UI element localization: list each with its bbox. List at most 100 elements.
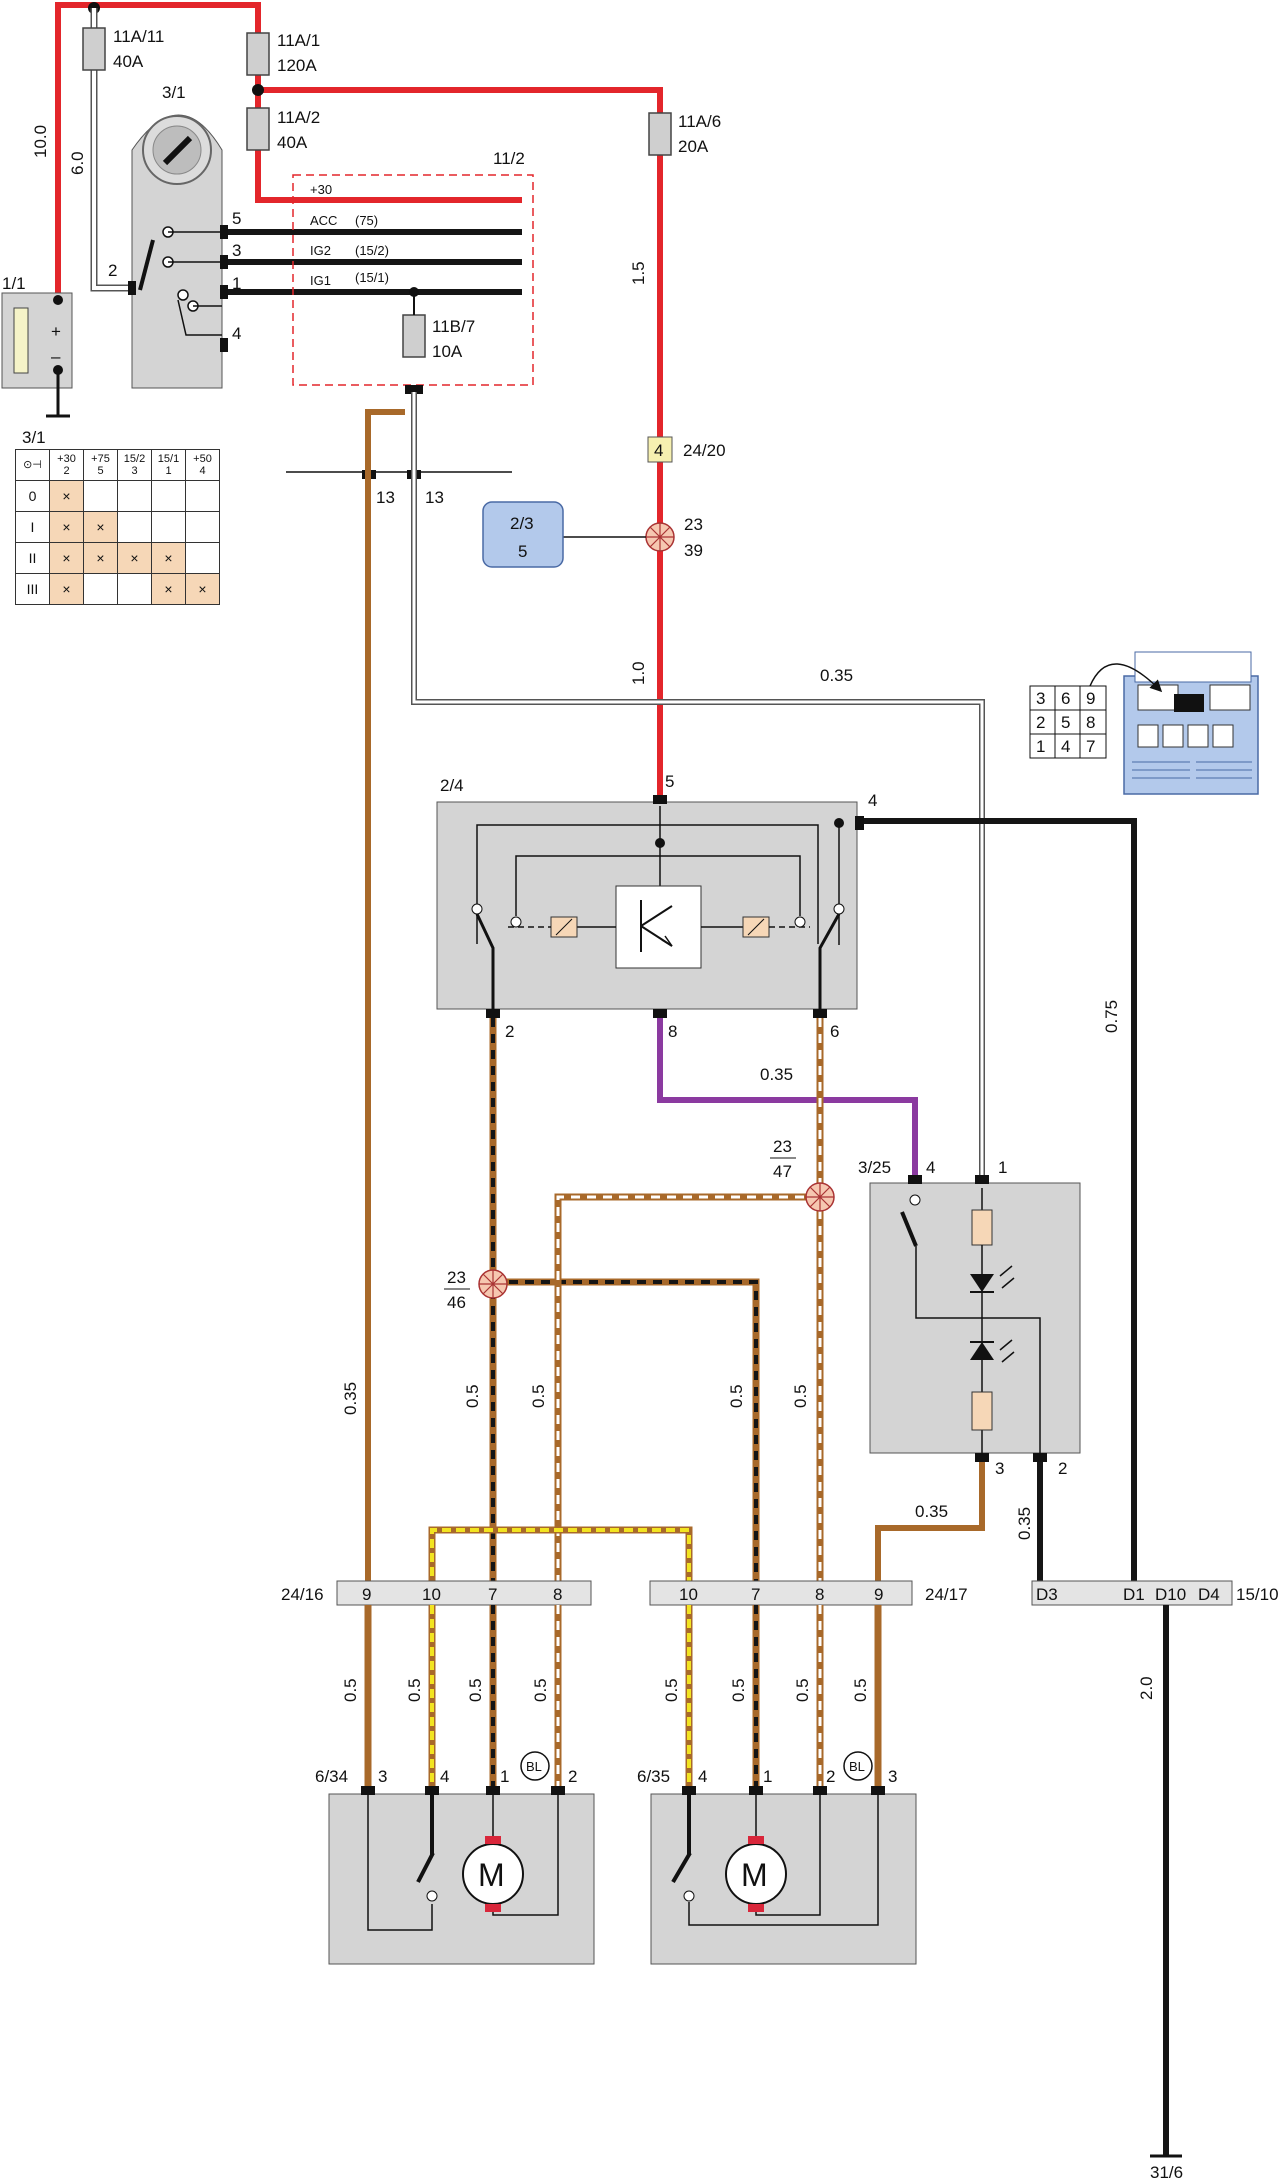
ignition-switch-label: 3/1 — [162, 83, 186, 102]
sw-pin-3: 3 — [995, 1459, 1004, 1478]
ignition-output-wires — [222, 229, 522, 295]
fuse-11a6-label: 11A/6 — [678, 112, 721, 131]
splice-23-39 — [645, 522, 675, 552]
relay-pin-5: 5 — [665, 772, 674, 791]
sig-ig1: IG1 — [310, 273, 331, 288]
cell: × — [151, 542, 186, 574]
m1-pin-2: 2 — [568, 1767, 577, 1786]
c2-pin-9: 9 — [874, 1585, 883, 1604]
sw-pin-1: 1 — [998, 1158, 1007, 1177]
m2-pin-4: 4 — [698, 1767, 707, 1786]
fuse-11a2-rating: 40A — [277, 133, 308, 152]
svg-text:0.5: 0.5 — [851, 1678, 870, 1702]
c3-pin-d10: D10 — [1155, 1585, 1186, 1604]
fuses — [82, 27, 672, 358]
svg-text:0.5: 0.5 — [531, 1678, 550, 1702]
cell: × — [83, 511, 118, 543]
motor-bl-1: BL — [526, 1759, 542, 1774]
brown-feed-wire — [365, 409, 405, 1590]
cell — [83, 480, 118, 512]
splice-23-a: 23 — [684, 515, 703, 534]
cell — [151, 480, 186, 512]
splice-46: 46 — [447, 1293, 466, 1312]
svg-text:0.5: 0.5 — [466, 1678, 485, 1702]
pin-grid-9: 9 — [1086, 689, 1095, 708]
splice-39: 39 — [684, 541, 703, 560]
splice-23-c: 23 — [773, 1137, 792, 1156]
wire-0-35-a: 0.35 — [820, 666, 853, 685]
table-row: II × × × × — [15, 542, 220, 574]
ctrl-2-3-pin: 5 — [518, 542, 527, 561]
wire-0-5-labels: 0.5 0.5 0.5 0.5 — [463, 1384, 810, 1408]
cell: × — [49, 480, 84, 512]
switch-3-25 — [869, 1182, 1081, 1454]
motor-6-34 — [328, 1793, 595, 1965]
relay-housing-icon — [1123, 651, 1259, 795]
switch-table-corner: ⊙⊣ — [15, 449, 50, 481]
table-row: III × × × — [15, 573, 220, 605]
connector-24-16 — [336, 1580, 592, 1606]
switch-table-title: 3/1 — [22, 428, 46, 447]
svg-text:0.5: 0.5 — [529, 1384, 548, 1408]
cell: × — [83, 542, 118, 574]
cell — [185, 511, 220, 543]
relay-pin-6: 6 — [830, 1022, 839, 1041]
svg-text:0.5: 0.5 — [793, 1678, 812, 1702]
pin-grid-5: 5 — [1061, 713, 1070, 732]
c1-pin-7: 7 — [488, 1585, 497, 1604]
fuse-11a11-label: 11A/11 — [113, 27, 164, 46]
cell: × — [49, 542, 84, 574]
c3-pin-d3: D3 — [1036, 1585, 1058, 1604]
pin-grid-1: 1 — [1036, 737, 1045, 756]
white-signal-wire — [412, 392, 984, 1183]
wire-6-0-label: 6.0 — [68, 151, 87, 175]
sw-pin-4: 4 — [926, 1158, 935, 1177]
fuse-11a1-rating: 120A — [277, 56, 317, 75]
splice-23-47 — [805, 1182, 835, 1212]
c1-pin-9: 9 — [362, 1585, 371, 1604]
conn-24-16-label: 24/16 — [281, 1585, 324, 1604]
m2-pin-3: 3 — [888, 1767, 897, 1786]
cell: × — [49, 511, 84, 543]
battery-minus: – — [51, 347, 61, 366]
red-power-wires — [55, 2, 663, 803]
c3-pin-d1: D1 — [1123, 1585, 1145, 1604]
cell — [151, 511, 186, 543]
wire-1-0-label: 1.0 — [629, 661, 648, 685]
ign-pin-1: 1 — [232, 274, 241, 293]
svg-text:0.5: 0.5 — [729, 1678, 748, 1702]
connector-15-10 — [1031, 1580, 1233, 1606]
svg-text:0.5: 0.5 — [463, 1384, 482, 1408]
control-unit-2-3 — [482, 501, 564, 568]
cell — [117, 573, 152, 605]
relay-pin-2: 2 — [505, 1022, 514, 1041]
sig-15-2: (15/2) — [355, 243, 389, 258]
motor-6-35-label: 6/35 — [637, 1767, 670, 1786]
pin-grid-4: 4 — [1061, 737, 1070, 756]
pin-grid-8: 8 — [1086, 713, 1095, 732]
battery-label: 1/1 — [2, 274, 26, 293]
motor-m-2: M — [741, 1857, 768, 1893]
motor-6-35 — [650, 1793, 917, 1965]
pin-grid-2: 2 — [1036, 713, 1045, 732]
fuse-11b7-label: 11B/7 — [432, 317, 475, 336]
cell: × — [151, 573, 186, 605]
pos-1: I — [15, 511, 50, 543]
table-row: 0 × — [15, 480, 220, 512]
sig-15-1: (15/1) — [355, 270, 389, 285]
pos-0: 0 — [15, 480, 50, 512]
svg-text:0.5: 0.5 — [791, 1384, 810, 1408]
relay-module-2-4 — [436, 801, 858, 1010]
fuse-11a1-label: 11A/1 — [277, 31, 320, 50]
motor-6-34-label: 6/34 — [315, 1767, 348, 1786]
relay-pin-8: 8 — [668, 1022, 677, 1041]
ignition-switch — [131, 114, 223, 389]
ign-pin-5: 5 — [232, 209, 241, 228]
battery — [1, 292, 73, 418]
c1-pin-10: 10 — [422, 1585, 441, 1604]
battery-plus: + — [51, 322, 61, 341]
